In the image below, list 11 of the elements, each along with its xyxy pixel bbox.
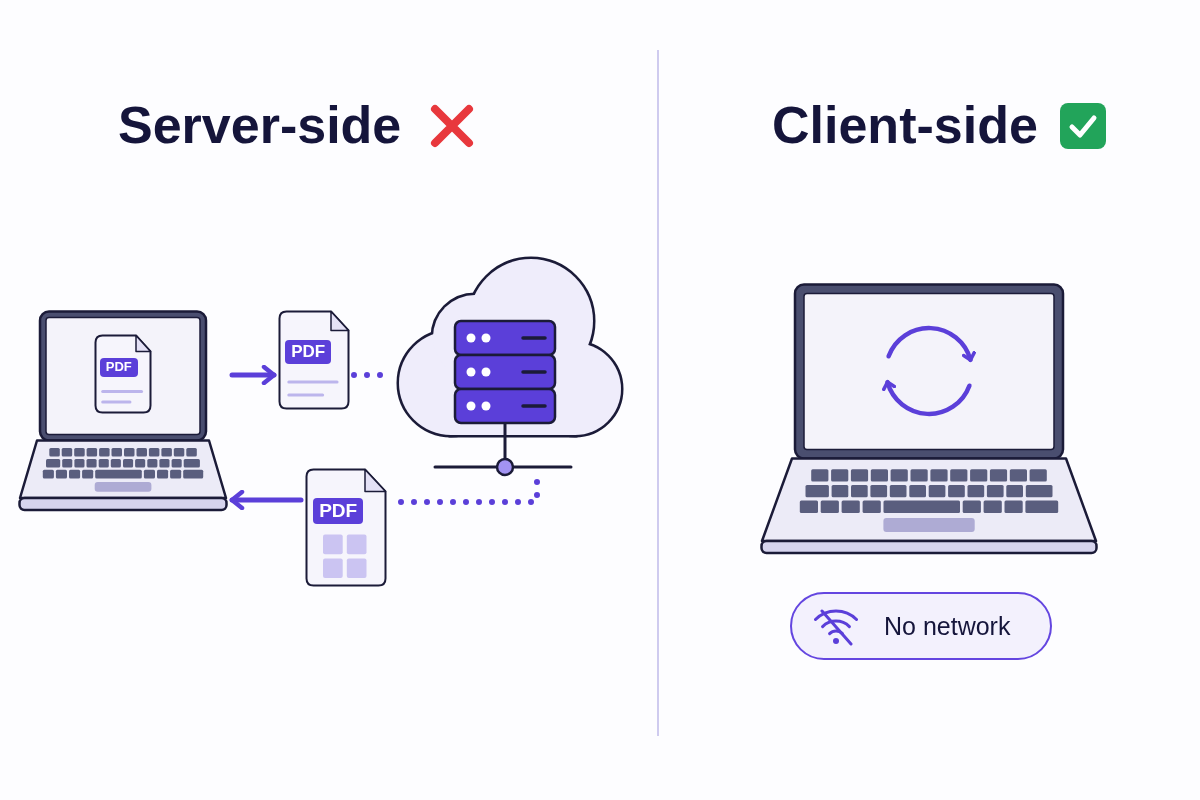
document	[94, 334, 152, 414]
section-heading: Server-side	[118, 97, 402, 155]
file-type-tag: PDF	[285, 340, 332, 364]
document	[305, 468, 387, 587]
status-text: No network	[884, 611, 1011, 641]
arrow	[229, 364, 277, 386]
document	[278, 310, 350, 410]
file-type-tag: PDF	[99, 358, 138, 377]
section-heading: Client-side	[772, 97, 1038, 155]
file-type-tag: PDF	[313, 497, 364, 524]
arrow	[229, 489, 304, 511]
